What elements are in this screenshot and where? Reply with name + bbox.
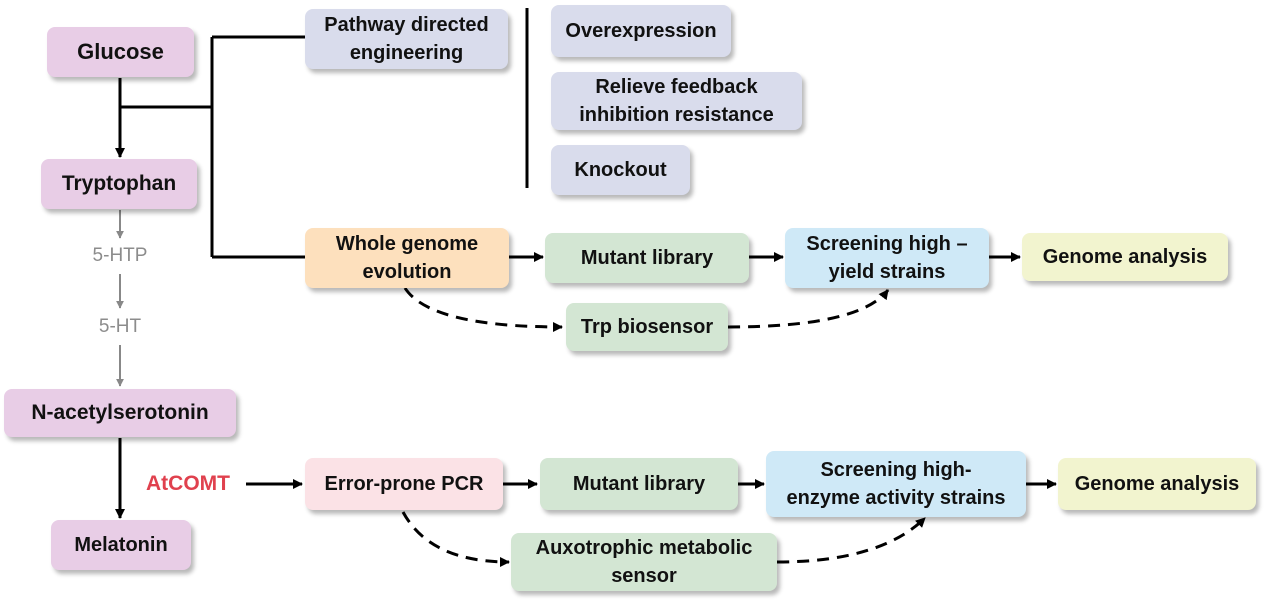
- genome-analysis-box: Genome analysis: [1022, 233, 1228, 281]
- atcomt-label: AtCOMT: [146, 472, 230, 495]
- dashed-arrow-biosensor-to-screening: [727, 289, 890, 329]
- dashed-arrow-to-sensor: [401, 511, 510, 567]
- trp-biosensor-box: Trp biosensor: [566, 303, 728, 351]
- melatonin-node: Melatonin: [51, 520, 191, 570]
- tryptophan-node: Tryptophan: [41, 159, 197, 209]
- whole-genome-evolution-box: Whole genome evolution: [305, 228, 509, 288]
- screening-high-yield-box: Screening high – yield strains: [785, 228, 989, 288]
- n-acetylserotonin-node: N-acetylserotonin: [4, 389, 236, 437]
- screening-high-enzyme-box: Screening high- enzyme activity strains: [766, 451, 1026, 517]
- dashed-arrow-to-biosensor: [403, 287, 563, 332]
- knockout-box: Knockout: [551, 145, 690, 195]
- overexpression-box: Overexpression: [551, 5, 731, 57]
- 5-ht-label: 5-HT: [98, 316, 142, 337]
- error-prone-pcr-box: Error-prone PCR: [305, 458, 503, 510]
- genome-analysis-box-2: Genome analysis: [1058, 458, 1256, 510]
- mutant-library-box-2: Mutant library: [540, 458, 738, 510]
- dashed-arrow-sensor-to-screening: [776, 516, 927, 564]
- 5-htp-label: 5-HTP: [92, 245, 148, 266]
- pathway-directed-engineering-box: Pathway directed engineering: [305, 9, 508, 69]
- mutant-library-box: Mutant library: [545, 233, 749, 283]
- relieve-feedback-box: Relieve feedback inhibition resistance: [551, 72, 802, 130]
- glucose-node: Glucose: [47, 27, 194, 77]
- auxotrophic-sensor-box: Auxotrophic metabolic sensor: [511, 533, 777, 591]
